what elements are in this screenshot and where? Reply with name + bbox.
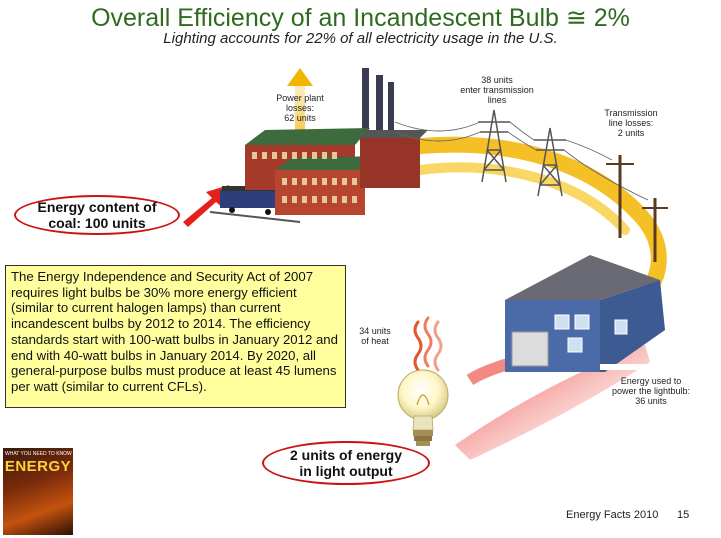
light-output-callout: 2 units of energy in light output xyxy=(262,441,430,485)
energy-flow-band xyxy=(382,136,667,308)
transmission-losses-label: Transmission line losses: 2 units xyxy=(604,108,658,138)
lightbulb-energy-label: Energy used to power the lightbulb: 36 u… xyxy=(611,376,691,406)
loss-arrow-head xyxy=(287,68,313,86)
utility-pole xyxy=(606,155,668,262)
page-number: 15 xyxy=(677,509,690,521)
loss-arrow-shaft xyxy=(295,85,305,155)
legislation-note: The Energy Independence and Security Act… xyxy=(5,265,346,408)
coal-input-arrow xyxy=(183,185,229,227)
transmission-tower xyxy=(478,109,510,183)
power-lines xyxy=(394,121,649,201)
footer-source: Energy Facts 2010 xyxy=(566,509,659,521)
energy-book-cover: WHAT YOU NEED TO KNOW ABOUT ENERGY xyxy=(3,448,73,535)
slide-subtitle: Lighting accounts for 22% of all electri… xyxy=(163,30,558,47)
heat-label: 34 units of heat xyxy=(359,326,391,346)
transmission-tower xyxy=(534,127,566,197)
light-bulb xyxy=(397,369,449,446)
electric-flow-to-bulb xyxy=(455,345,650,460)
coal-energy-callout: Energy content of coal: 100 units xyxy=(14,195,180,235)
power-plant xyxy=(245,68,428,215)
slide-title: Overall Efficiency of an Incandescent Bu… xyxy=(91,4,630,32)
book-title: ENERGY xyxy=(4,458,72,475)
house xyxy=(505,255,665,372)
transmission-input-label: 38 units enter transmission lines xyxy=(460,75,534,105)
power-plant-losses-label: Power plant losses: 62 units xyxy=(276,93,324,123)
heat-waves xyxy=(413,316,443,372)
energy-flow-band xyxy=(415,162,630,235)
book-caption: WHAT YOU NEED TO KNOW ABOUT xyxy=(5,451,73,457)
